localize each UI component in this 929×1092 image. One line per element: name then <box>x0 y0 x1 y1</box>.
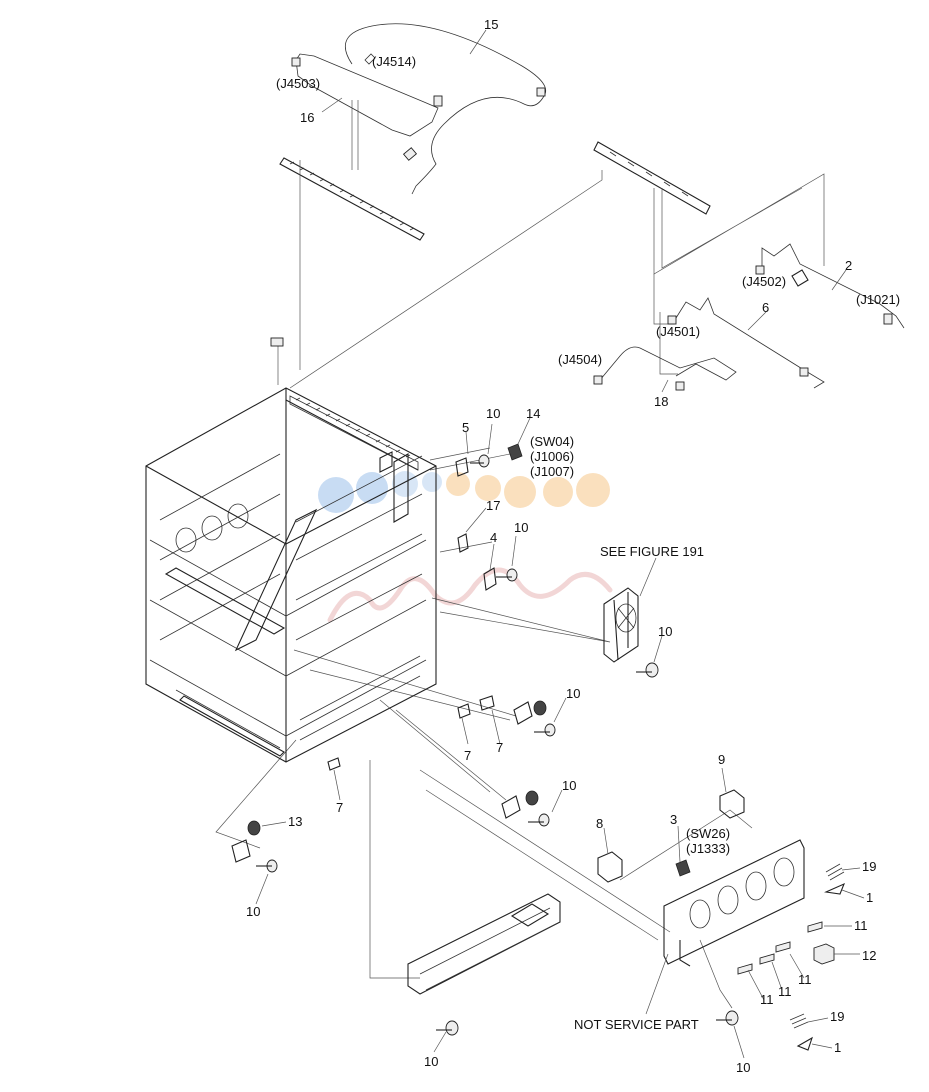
part-7-a <box>457 703 471 719</box>
top-right-rail <box>593 141 711 215</box>
leader-lines <box>215 100 825 1009</box>
cable-2 <box>755 243 905 329</box>
block-12 <box>813 943 835 965</box>
callout-labels: 15 (J4514) (J4503) 16 2 (J4502) (J1021) … <box>246 17 900 1075</box>
fan-assembly-fig-191 <box>603 587 639 663</box>
screw-10-b <box>496 568 518 582</box>
label-j1333: (J1333) <box>686 841 730 856</box>
label-19-b: 19 <box>830 1009 844 1024</box>
label-11-c: 11 <box>778 984 792 999</box>
screw-10-f <box>256 859 278 873</box>
label-10-f: 10 <box>246 904 260 919</box>
part-4-bracket <box>483 567 497 591</box>
label-10-a: 10 <box>486 406 500 421</box>
part-13-roller <box>247 820 261 836</box>
label-1-a: 1 <box>866 890 873 905</box>
label-5: 5 <box>462 420 469 435</box>
roller-holder-left <box>231 839 251 863</box>
label-j1007: (J1007) <box>530 464 574 479</box>
part-17-clip <box>457 533 469 553</box>
label-14: 14 <box>526 406 540 421</box>
label-13: 13 <box>288 814 302 829</box>
callout-leaders <box>255 29 865 1059</box>
label-11-b: 11 <box>798 972 812 987</box>
screw-10-a <box>470 454 490 468</box>
lever-1-lower <box>796 1036 813 1051</box>
label-18: 18 <box>654 394 668 409</box>
screw-10-e <box>528 813 550 827</box>
label-sw04: (SW04) <box>530 434 574 449</box>
label-sw26: (SW26) <box>686 826 730 841</box>
part-5-bracket <box>455 457 469 477</box>
part-7-c <box>327 757 341 771</box>
spring-19-upper <box>825 863 845 881</box>
label-10-c: 10 <box>658 624 672 639</box>
part-14-switch <box>507 443 523 461</box>
label-10-b: 10 <box>514 520 528 535</box>
label-17: 17 <box>486 498 500 513</box>
label-j1006: (J1006) <box>530 449 574 464</box>
pad-11-a <box>807 921 823 933</box>
label-6: 6 <box>762 300 769 315</box>
lever-1-upper <box>824 882 846 895</box>
roller-holder-upper <box>513 700 547 725</box>
cable-6 <box>667 297 825 389</box>
rear-frame-assembly <box>663 839 805 967</box>
label-8: 8 <box>596 816 603 831</box>
watermark-logo <box>318 471 613 623</box>
label-12: 12 <box>862 948 876 963</box>
label-19-a: 19 <box>862 859 876 874</box>
screw-10-d <box>534 723 556 737</box>
label-not-service-part: NOT SERVICE PART <box>574 1017 699 1032</box>
cable-16 <box>291 53 443 137</box>
cable-15 <box>344 23 547 195</box>
pad-11-b <box>775 941 791 953</box>
part-3-switch <box>675 859 691 877</box>
label-see-figure-191: SEE FIGURE 191 <box>600 544 704 559</box>
label-9: 9 <box>718 752 725 767</box>
label-7-b: 7 <box>496 740 503 755</box>
label-7-a: 7 <box>464 748 471 763</box>
label-j4503: (J4503) <box>276 76 320 91</box>
part-7-b <box>479 695 495 711</box>
spring-19-lower <box>789 1013 809 1029</box>
label-j1021: (J1021) <box>856 292 900 307</box>
label-10-e: 10 <box>562 778 576 793</box>
top-left-rail <box>279 157 425 241</box>
label-10-g: 10 <box>736 1060 750 1075</box>
label-j4501: (J4501) <box>656 324 700 339</box>
roller-holder-lower <box>501 790 539 819</box>
label-11-a: 11 <box>854 918 868 933</box>
label-1-b: 1 <box>834 1040 841 1055</box>
label-15: 15 <box>484 17 498 32</box>
pad-11-c <box>759 953 775 965</box>
label-16: 16 <box>300 110 314 125</box>
label-11-d: 11 <box>760 992 774 1007</box>
label-10-h: 10 <box>424 1054 438 1069</box>
label-j4514: (J4514) <box>372 54 416 69</box>
part-9-connector <box>719 789 745 819</box>
part-8-connector <box>597 851 623 883</box>
tray-guide-bottom <box>407 893 561 995</box>
pad-11-d <box>737 963 753 975</box>
label-7-c: 7 <box>336 800 343 815</box>
printer-main-frame <box>145 337 437 763</box>
label-2: 2 <box>845 258 852 273</box>
screw-10-c <box>636 662 659 678</box>
label-4: 4 <box>490 530 497 545</box>
label-10-d: 10 <box>566 686 580 701</box>
screw-10-h <box>716 1010 739 1026</box>
label-3: 3 <box>670 812 677 827</box>
label-j4502: (J4502) <box>742 274 786 289</box>
label-j4504: (J4504) <box>558 352 602 367</box>
cable-18 <box>593 346 737 391</box>
screw-10-g <box>436 1020 459 1036</box>
